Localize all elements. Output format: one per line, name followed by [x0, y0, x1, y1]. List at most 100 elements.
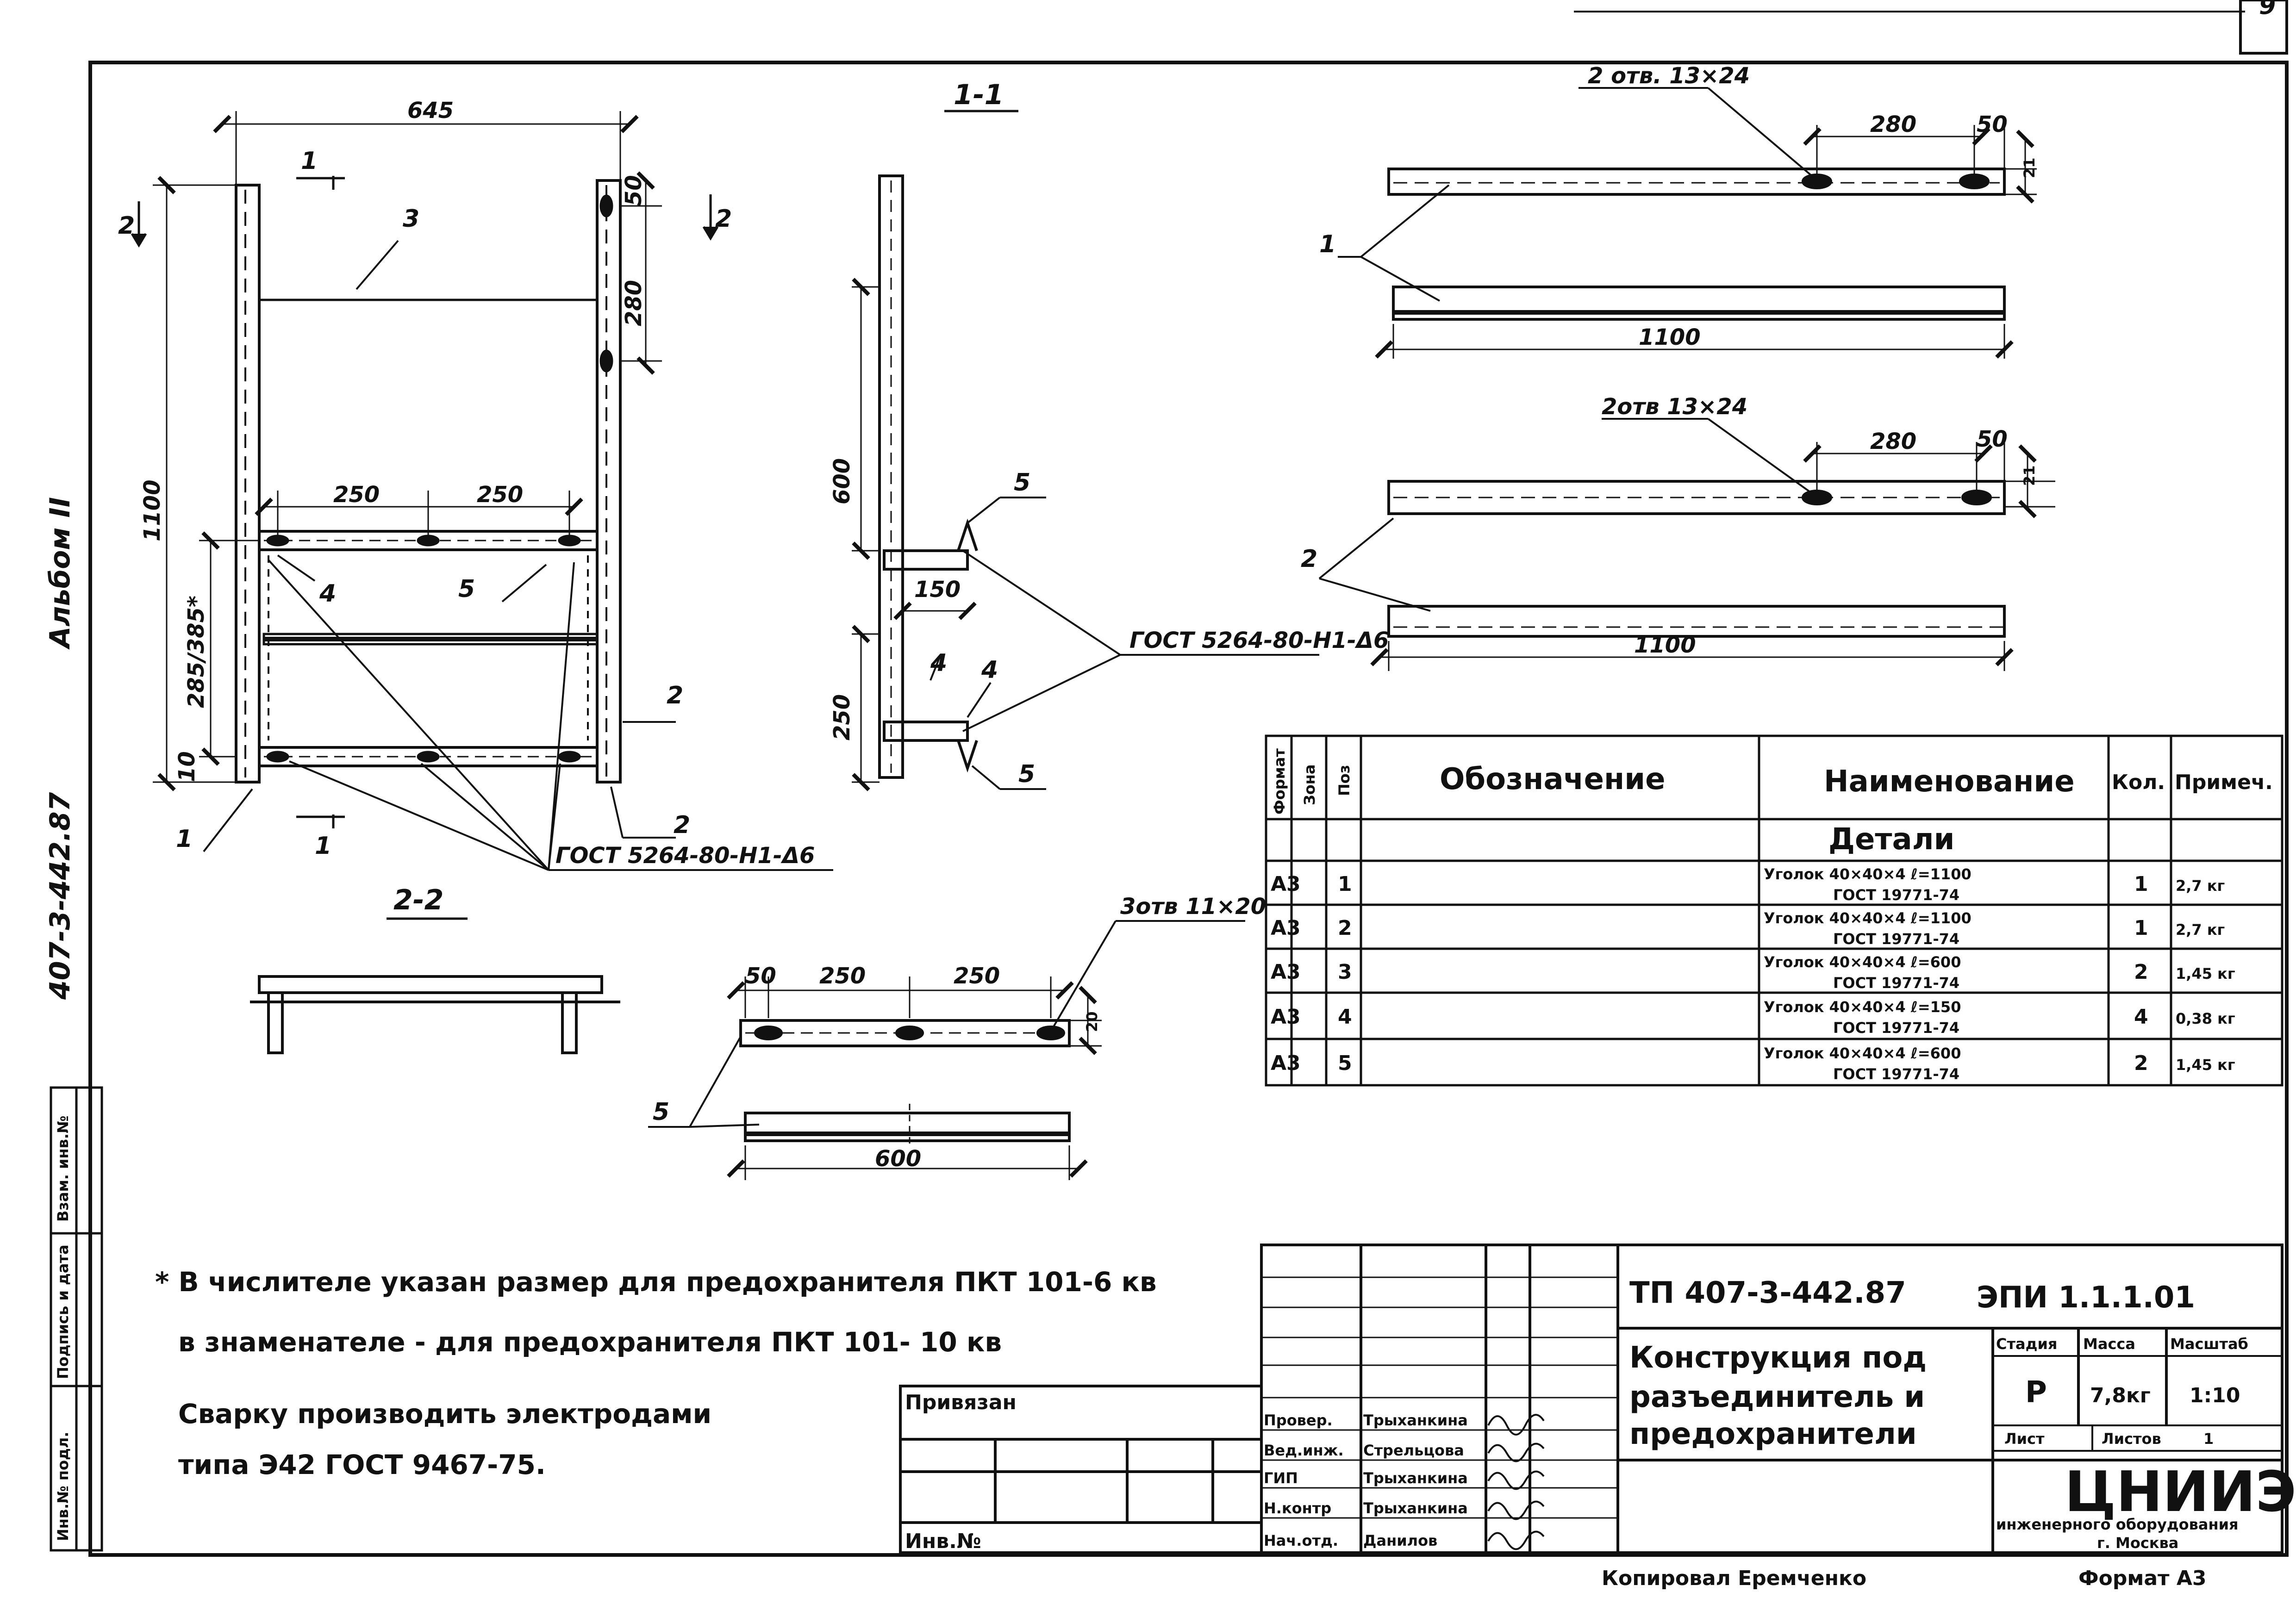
section-mark-2-left: 2: [118, 212, 135, 240]
row-format: А3: [1271, 1051, 1301, 1075]
scale-value: 1:10: [2190, 1384, 2240, 1407]
row-name: Уголок 40×40×4 ℓ=1100: [1764, 865, 1972, 883]
detail-1-dim-50: 50: [1977, 112, 2008, 137]
row-std: ГОСТ 19771-74: [1833, 1019, 1959, 1037]
detail-2-view: [1318, 418, 2055, 671]
section-1-1-title: 1-1: [954, 79, 1004, 111]
role-name: Трыханкина: [1363, 1469, 1468, 1487]
note-line-4: типа Э42 ГОСТ 9467-75.: [178, 1449, 546, 1480]
table-row: А3 3 Уголок 40×40×4 ℓ=600 ГОСТ 19771-74 …: [1271, 953, 2235, 992]
detail-5-length: 600: [875, 1146, 921, 1172]
row-pos: 5: [1338, 1051, 1352, 1075]
role-label: Вед.инж.: [1264, 1442, 1344, 1459]
signature-scribbles: [1487, 1414, 1545, 1550]
spec-section-title: Детали: [1828, 822, 1954, 857]
spec-table: [1265, 734, 2284, 1087]
section-pos-4-right: 4: [981, 656, 998, 684]
spec-rows: А3 1 Уголок 40×40×4 ℓ=1100 ГОСТ 19771-74…: [1271, 865, 2235, 1083]
detail-1-dim-280: 280: [1870, 112, 1916, 137]
row-std: ГОСТ 19771-74: [1833, 886, 1959, 904]
row-std: ГОСТ 19771-74: [1833, 974, 1959, 992]
detail-2-position: 2: [1301, 545, 1317, 573]
row-qty: 1: [2134, 872, 2148, 896]
side-stamp-label-1: Взам. инв.№: [54, 1116, 72, 1222]
sheet-frame: [88, 0, 2289, 1557]
spec-header-pos: Поз: [1335, 765, 1353, 796]
row-pos: 4: [1338, 1005, 1352, 1029]
row-qty: 2: [2134, 960, 2148, 984]
role-label: Провер.: [1264, 1411, 1333, 1429]
spec-header-zone: Зона: [1301, 765, 1318, 805]
section-1-1-view: [852, 110, 1319, 791]
role-label: Нач.отд.: [1264, 1532, 1338, 1549]
row-name: Уголок 40×40×4 ℓ=1100: [1764, 909, 1972, 927]
organization-sub-2: г. Москва: [2097, 1534, 2178, 1552]
detail-5-hole-note: 3отв 11×20: [1120, 894, 1266, 920]
spec-header-format: Формат: [1271, 748, 1288, 815]
row-format: А3: [1271, 872, 1301, 896]
row-name: Уголок 40×40×4 ℓ=600: [1764, 1045, 1961, 1062]
section-pos-5-top: 5: [1014, 469, 1030, 497]
role-label: Н.контр: [1264, 1499, 1331, 1517]
detail-2-hole-note: 2отв 13×24: [1602, 394, 1747, 420]
drawing-code: ЭПИ 1.1.1.01: [1977, 1281, 2195, 1315]
dim-250-left: 250: [333, 482, 380, 508]
title-line-2: разъединитель и: [1629, 1380, 1925, 1414]
dim-150-section: 150: [914, 577, 961, 603]
detail-5-position: 5: [653, 1098, 669, 1126]
side-stamp-label-3: Инв.№ подл.: [54, 1432, 72, 1541]
table-row: А3 1 Уголок 40×40×4 ℓ=1100 ГОСТ 19771-74…: [1271, 865, 2225, 904]
pos-4-label: 4: [319, 580, 336, 608]
detail-5-dim-250-right: 250: [954, 963, 1000, 989]
detail-2-dim-50: 50: [1977, 426, 2008, 452]
sheets-value: 1: [2203, 1430, 2214, 1448]
notes-block: * В числителе указан размер для предохра…: [155, 1266, 1157, 1480]
role-name: Трыханкина: [1363, 1499, 1468, 1517]
organization-sub-1: инженерного оборудования: [1996, 1516, 2239, 1533]
dim-250-right: 250: [477, 482, 523, 508]
section-pos-5-bottom: 5: [1018, 760, 1035, 788]
section-2-2-title: 2-2: [393, 884, 443, 916]
row-note: 2,7 кг: [2176, 877, 2225, 895]
dim-280-post: 280: [621, 280, 647, 326]
row-std: ГОСТ 19771-74: [1833, 1065, 1959, 1083]
organization-logo: ЦНИИЭП: [2065, 1460, 2296, 1524]
detail-2-length: 1100: [1634, 632, 1696, 658]
note-line-2: в знаменателе - для предохранителя ПКТ 1…: [178, 1326, 1002, 1358]
row-note: 1,45 кг: [2176, 1056, 2235, 1074]
page-number: 9: [2259, 0, 2276, 20]
weld-note-section: ГОСТ 5264-80-Н1-Δ6: [1129, 628, 1389, 653]
role-name: Стрельцова: [1363, 1442, 1464, 1459]
row-qty: 4: [2134, 1005, 2148, 1029]
detail-1-dim-21: 21: [2021, 157, 2038, 178]
privyazan-label: Привязан: [905, 1391, 1017, 1414]
detail-1-hole-note: 2 отв. 13×24: [1588, 63, 1750, 89]
inv-no-label: Инв.№: [905, 1530, 981, 1553]
row-pos: 1: [1338, 872, 1352, 896]
detail-5-dim-20: 20: [1083, 1011, 1101, 1032]
dim-10: 10: [174, 751, 200, 782]
detail-2-dim-280: 280: [1870, 429, 1916, 454]
role-name: Данилов: [1363, 1532, 1437, 1549]
signature-rows: Провер. Трыханкина Вед.инж. Стрельцова Г…: [1264, 1411, 1468, 1549]
note-line-3: Сварку производить электродами: [178, 1398, 711, 1430]
dim-50-post: 50: [621, 175, 647, 206]
role-name: Трыханкина: [1363, 1411, 1468, 1429]
detail-1-position: 1: [1319, 230, 1336, 258]
detail-5-dim-50: 50: [745, 963, 776, 989]
stage-header: Стадия: [1996, 1335, 2057, 1353]
detail-1-view: [1338, 87, 2037, 359]
mass-header: Масса: [2083, 1335, 2135, 1353]
side-code-label: 407-3-442.87: [44, 792, 76, 1000]
detail-1-length: 1100: [1639, 324, 1701, 350]
detail-2-dim-21: 21: [2021, 465, 2038, 486]
title-line-3: предохранители: [1629, 1417, 1917, 1451]
table-row: А3 5 Уголок 40×40×4 ℓ=600 ГОСТ 19771-74 …: [1271, 1045, 2235, 1083]
table-row: А3 4 Уголок 40×40×4 ℓ=150 ГОСТ 19771-74 …: [1271, 998, 2235, 1037]
section-pos-4-left: 4: [930, 649, 947, 677]
detail-5-dim-250-left: 250: [819, 963, 866, 989]
detail-5-view: [648, 920, 1245, 1180]
pos-2-label-mid: 2: [667, 682, 683, 709]
section-mark-1-bottom: 1: [315, 832, 331, 860]
